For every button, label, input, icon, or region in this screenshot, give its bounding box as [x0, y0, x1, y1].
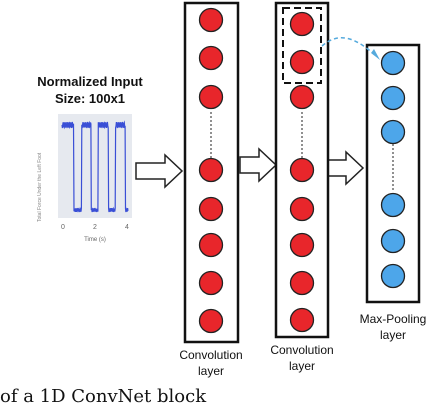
conv-layer-2-node-4	[289, 157, 315, 183]
arrow-conv1-to-conv2	[239, 147, 278, 183]
pooling-layer-node-6	[380, 263, 406, 289]
input-title: Normalized Input	[37, 74, 143, 89]
pooling-layer-node-4	[380, 192, 406, 218]
conv-layer-1-node-2	[198, 45, 224, 71]
plot-area	[58, 114, 132, 218]
conv-layer-1-node-5	[198, 196, 224, 222]
conv-layer-1-node-4	[198, 157, 224, 183]
figure-caption: of a 1D ConvNet block	[0, 386, 207, 407]
input-signal	[61, 120, 129, 213]
conv-layer-2-node-6	[289, 232, 315, 258]
arrow-input-to-conv1	[135, 153, 184, 189]
xtick-0: 0	[61, 224, 65, 231]
conv-layer-2-node-1	[289, 11, 315, 37]
pooling-layer	[365, 43, 421, 304]
input-size: Size: 100x1	[54, 91, 126, 106]
conv-layer-1	[183, 1, 240, 344]
pooling-layer-node-1	[380, 50, 406, 76]
conv-layer-2-node-5	[289, 196, 315, 222]
pooling-layer-sublabel: layer	[379, 328, 406, 342]
conv-layer-2-node-8	[289, 307, 315, 333]
pooling-layer-node-3	[380, 119, 406, 145]
conv-layer-1-node-7	[198, 270, 224, 296]
pooling-window	[282, 7, 322, 84]
conv-layer-2-node-7	[289, 270, 315, 296]
conv-layer-1-node-3	[198, 84, 224, 110]
conv-layer-2-node-2	[289, 49, 315, 75]
conv-layer-1-node-8	[198, 308, 224, 334]
conv-layer-1-node-1	[198, 7, 224, 33]
conv-layer-2-node-3	[289, 84, 315, 110]
conv-layer-1-sublabel: layer	[197, 364, 224, 378]
pooling-arrowhead	[371, 49, 380, 60]
conv-layer-2-sublabel: layer	[288, 359, 315, 373]
pooling-layer-node-2	[380, 85, 406, 111]
xtick-2: 2	[93, 224, 97, 231]
pooling-arrow	[321, 36, 377, 57]
conv-layer-1-label: Convolution	[179, 348, 243, 362]
arrow-conv2-to-pool	[326, 150, 365, 186]
conv-layer-1-node-6	[198, 232, 224, 258]
pooling-layer-node-5	[380, 228, 406, 254]
plot-xlabel: Time (s)	[84, 237, 106, 243]
plot-ylabel: Total Force Under the Left Foot	[37, 152, 43, 222]
xtick-4: 4	[125, 224, 129, 231]
pooling-layer-label: Max-Pooling	[359, 312, 427, 326]
conv-layer-2-label: Convolution	[270, 343, 334, 357]
conv-layer-2	[274, 1, 330, 339]
input-plot: Total Force Under the Left Foot 0 2 4 Ti…	[37, 114, 132, 243]
